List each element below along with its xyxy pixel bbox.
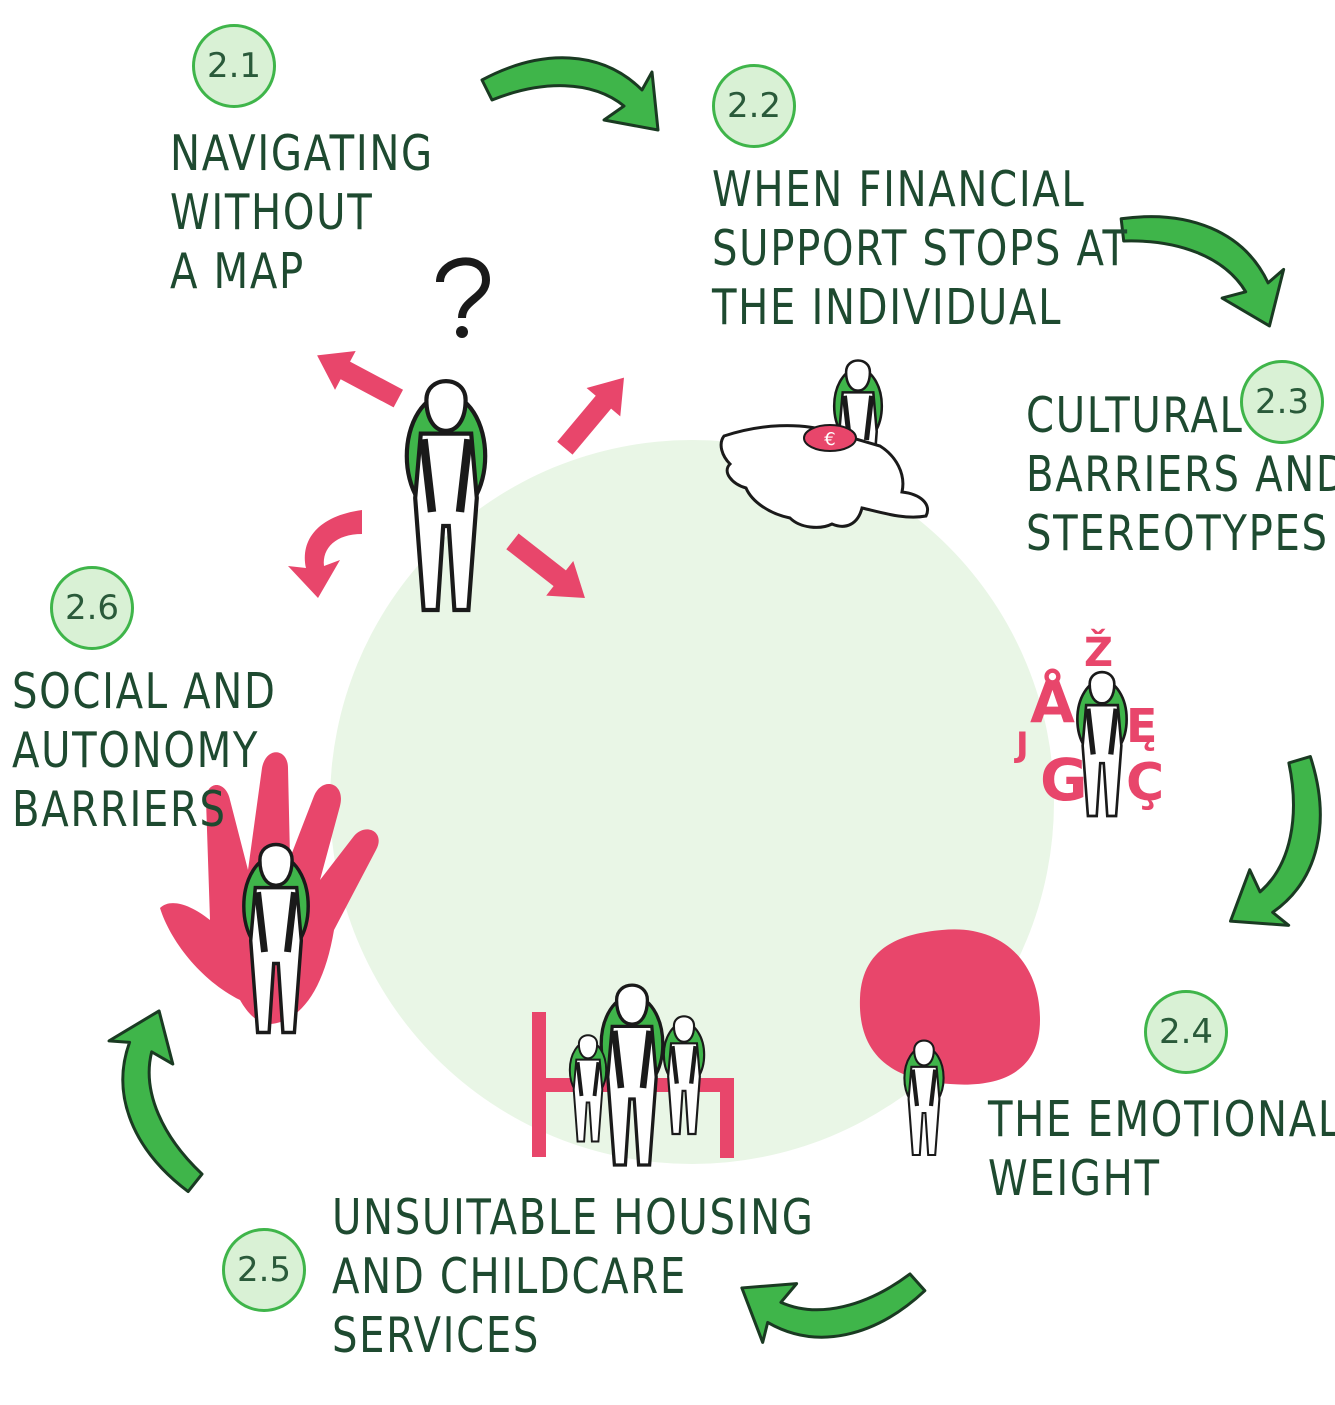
- step-title-line: UNSUITABLE HOUSING: [332, 1189, 815, 1246]
- question-mark-icon: [436, 257, 491, 338]
- letters-icon: Å Ž Ę J G Ç: [1014, 628, 1164, 814]
- coin-icon: €: [803, 424, 857, 452]
- step-title-line: SERVICES: [332, 1307, 541, 1364]
- heavy-ball-icon: [859, 929, 1040, 1085]
- svg-text:€: €: [824, 429, 835, 450]
- step-number-badge: 2.4: [1144, 990, 1228, 1074]
- direction-arrow-icon: [288, 510, 362, 598]
- step-title-line: AUTONOMY: [12, 722, 260, 779]
- step-title-line: THE EMOTIONAL: [988, 1091, 1335, 1148]
- svg-text:Ę: Ę: [1126, 699, 1157, 753]
- step-title: CULTURAL BARRIERS AND STEREOTYPES: [1026, 386, 1335, 563]
- step-title-line: WITHOUT: [170, 184, 374, 241]
- step-title-line: WHEN FINANCIAL: [712, 161, 1086, 218]
- step-title: NAVIGATING WITHOUT A MAP: [170, 124, 434, 301]
- step-title: SOCIAL AND AUTONOMY BARRIERS: [12, 662, 277, 839]
- step-title-line: AND CHILDCARE: [332, 1248, 687, 1305]
- person-with-backpack-icon: [904, 1041, 943, 1155]
- step-title-line: A MAP: [170, 243, 305, 300]
- direction-arrow-icon: [306, 335, 409, 418]
- open-hand-icon: [719, 424, 929, 529]
- step-title-line: STEREOTYPES: [1026, 505, 1329, 562]
- step-number-badge: 2.6: [50, 566, 134, 650]
- step-title-line: WEIGHT: [988, 1150, 1161, 1207]
- svg-text:Å: Å: [1030, 667, 1075, 736]
- step-number-badge: 2.1: [192, 24, 276, 108]
- cycle-arrow-icon: [480, 56, 660, 132]
- step-title-line: BARRIERS: [12, 781, 227, 838]
- svg-text:Ž: Ž: [1084, 628, 1113, 676]
- svg-text:J: J: [1014, 725, 1029, 765]
- step-title-line: SOCIAL AND: [12, 663, 277, 720]
- step-title: WHEN FINANCIAL SUPPORT STOPS AT THE INDI…: [712, 160, 1129, 337]
- step-title-line: THE INDIVIDUAL: [712, 279, 1063, 336]
- step-number-badge: 2.3: [1240, 360, 1324, 444]
- step-title-line: CULTURAL: [1026, 387, 1244, 444]
- cycle-arrow-icon: [92, 1009, 235, 1203]
- step-title: UNSUITABLE HOUSING AND CHILDCARE SERVICE…: [332, 1188, 815, 1365]
- step-title: THE EMOTIONAL WEIGHT: [988, 1090, 1335, 1208]
- step-title-line: SUPPORT STOPS AT: [712, 220, 1129, 277]
- svg-text:Ç: Ç: [1126, 753, 1164, 813]
- svg-text:G: G: [1040, 746, 1088, 814]
- cycle-arrow-icon: [1102, 196, 1296, 328]
- step-title-line: NAVIGATING: [170, 125, 434, 182]
- step-number-badge: 2.5: [222, 1228, 306, 1312]
- cycle-arrow-icon: [1229, 746, 1334, 936]
- step-number-badge: 2.2: [712, 64, 796, 148]
- step-title-line: BARRIERS AND: [1026, 446, 1335, 503]
